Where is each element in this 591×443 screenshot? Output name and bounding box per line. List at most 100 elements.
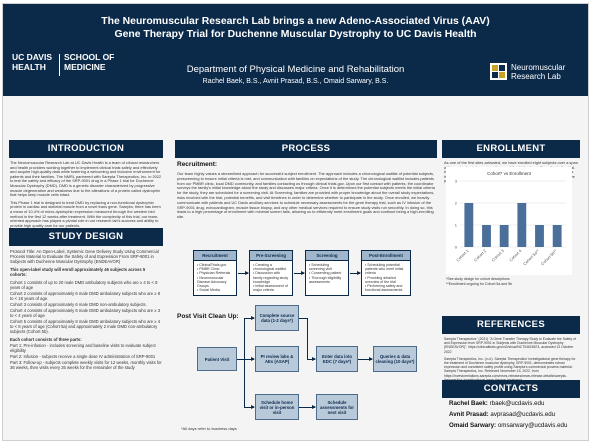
recruitment-text: Our team highly values a streamlined app… (177, 171, 435, 220)
recruitment-heading: Recruitment: (177, 161, 218, 168)
references-heading: REFERENCES (442, 316, 580, 334)
enter-edc-box: Enter data into EDC (7 days*) (316, 346, 358, 372)
cohort-2: Cohort 2 consists of approximately 6 mal… (10, 291, 161, 301)
flow-arrow (299, 405, 316, 409)
flow-item: Providing detailed overview of the trial (365, 276, 407, 284)
connector (244, 318, 245, 407)
contact-email[interactable]: rbaek@ucdavis.edu (489, 400, 545, 407)
schedule-assessments-box: Schedule assessments for next visit (316, 394, 358, 420)
reference-1: Sarepta Therapeutics" (2021) "A Gene Tra… (444, 337, 576, 354)
bar (499, 225, 509, 247)
flow-box-title: Screening (306, 251, 348, 261)
introduction-heading: INTRODUCTION (9, 140, 163, 158)
bar (535, 225, 544, 247)
bar (482, 225, 491, 247)
x-tick-label: Cohort 3 (490, 248, 505, 263)
uc-davis-health-logo: UC DAVIS HEALTH SCHOOL OF MEDICINE (12, 52, 130, 78)
logo-uc-davis: UC DAVIS (12, 52, 52, 62)
contacts-heading: CONTACTS (442, 380, 580, 398)
flow-item: Thorough eligibility assessments (309, 276, 345, 284)
enroll-summary: This open-label study will enroll approx… (10, 267, 146, 277)
flow-item: Creating a chronological waitlist (253, 263, 289, 271)
complete-source-box: Complete source data (1-2 days*) (255, 305, 299, 331)
logo-health: HEALTH (12, 62, 46, 72)
flow-arrow (244, 357, 255, 361)
post-visit-heading: Post Visit Clean Up: (177, 313, 239, 320)
y-tick-label: 3 (455, 178, 458, 183)
title-line-1: The Neuromuscular Research Lab brings a … (101, 16, 490, 27)
y-tick-label: 2 (455, 200, 458, 205)
poster-header: The Neuromuscular Research Lab brings a … (3, 4, 588, 96)
logo-school-of: SCHOOL OF (64, 52, 115, 62)
part-1: Part 1: Pre-infusion - includes screenin… (10, 343, 156, 353)
lab-logo-line-2: Research Lab (511, 72, 561, 81)
contacts-list: Rachel Baek: rbaek@ucdavis.edu Avnit Pra… (449, 398, 579, 431)
contact-name: Rachel Baek: (449, 400, 488, 407)
lab-emblem-icon (490, 63, 507, 80)
authors: Rachel Baek, B.S., Avnit Prasad, B.S., O… (202, 78, 389, 85)
bar (552, 225, 562, 247)
poster: The Neuromuscular Research Lab brings a … (2, 3, 589, 441)
title-line-2: Gene Therapy Trial for Duchenne Muscular… (114, 29, 477, 40)
bar (464, 203, 474, 247)
y-tick-label: 0 (455, 244, 458, 249)
enrollment-heading: ENROLLMENT (442, 140, 580, 158)
study-design-body: Protocol Title: An Open-Label, Systemic … (10, 249, 162, 373)
x-tick-label: Cohort 5b** (540, 248, 558, 266)
connector (307, 318, 308, 359)
bar (517, 203, 527, 247)
flow-box-title: Pre-Screening (250, 251, 292, 261)
parts-heading: Each cohort consists of three parts: (10, 337, 82, 342)
logo-medicine: MEDICINE (64, 62, 106, 72)
flow-item: ClinicalTrials.gov (197, 263, 233, 267)
schedule-visit-box: Schedule home visit or in-person visit (255, 394, 299, 420)
flow-item: PMBR Clinic (197, 267, 233, 271)
pi-review-box: PI review labs & AEs (ASAP) (255, 346, 299, 372)
logo-divider (59, 54, 60, 76)
flow-box-pre-screening: Pre-Screening Creating a chronological w… (249, 250, 293, 296)
flow-item: Consenting patient (309, 271, 345, 275)
flow-item: Physician Referrals (197, 271, 233, 275)
contact-email[interactable]: omsarwary@ucdavis.edu (497, 422, 568, 429)
poster-title: The Neuromuscular Research Lab brings a … (3, 15, 588, 41)
protocol-title: Protocol Title: An Open-Label, Systemic … (10, 249, 159, 264)
contact-email[interactable]: avprasad@ucdavis.edu (490, 411, 556, 418)
chart-grid (460, 180, 566, 248)
enrollment-footnotes: *See study design for cohort description… (446, 277, 512, 286)
chart-title: Cohort* vs Enrollment (487, 171, 532, 176)
contact-name: Avnit Prasad: (449, 411, 489, 418)
business-days-footnote: *All days refer to business days (181, 426, 237, 431)
department-name: Department of Physical Medicine and Reha… (186, 64, 405, 75)
connector (237, 359, 244, 360)
flow-arrow (294, 271, 305, 275)
flow-arrow (307, 357, 316, 361)
flow-box-post-enrollment: Post-Enrollment Scheduling potential pat… (361, 250, 411, 296)
references-body: Sarepta Therapeutics" (2021) "A Gene Tra… (444, 337, 579, 385)
reference-2: Sarepta Therapeutics, Inc. (n.d.). Sarep… (444, 356, 576, 382)
introduction-para-2: This Phase 1 trial is designed to treat … (10, 199, 161, 228)
flow-item: Neuromuscular Disease Advocacy Groups (197, 276, 233, 289)
part-3: Part 3: Follow-up - subjects complete we… (10, 360, 162, 370)
cohort-1: Cohort 1 consists of up to 20 male DMD a… (10, 280, 158, 290)
flow-item: Discussion with family regarding study k… (253, 271, 289, 284)
flow-box-title: Recruitment (194, 251, 236, 261)
flow-arrow (358, 357, 373, 361)
process-heading: PROCESS (175, 140, 437, 158)
flow-item: Social Media (197, 288, 233, 292)
flow-item: Scheduling screening visit (309, 263, 345, 271)
x-tick-label: Cohort 1 (455, 248, 470, 263)
flow-item: Initial assessment of major criteria (253, 284, 289, 292)
patient-visit-box: Patient Visit (197, 347, 237, 371)
cohort-5: Cohort 5 consists of approximately 8 mal… (10, 319, 161, 334)
flow-arrow (350, 271, 361, 275)
study-design-heading: STUDY DESIGN (9, 228, 163, 246)
flow-item: Scheduling potential patients who meet i… (365, 263, 407, 276)
flow-arrow (244, 316, 255, 320)
connector (299, 318, 307, 319)
flow-arrow (238, 271, 249, 275)
contact-name: Omaid Sarwary: (449, 422, 497, 429)
